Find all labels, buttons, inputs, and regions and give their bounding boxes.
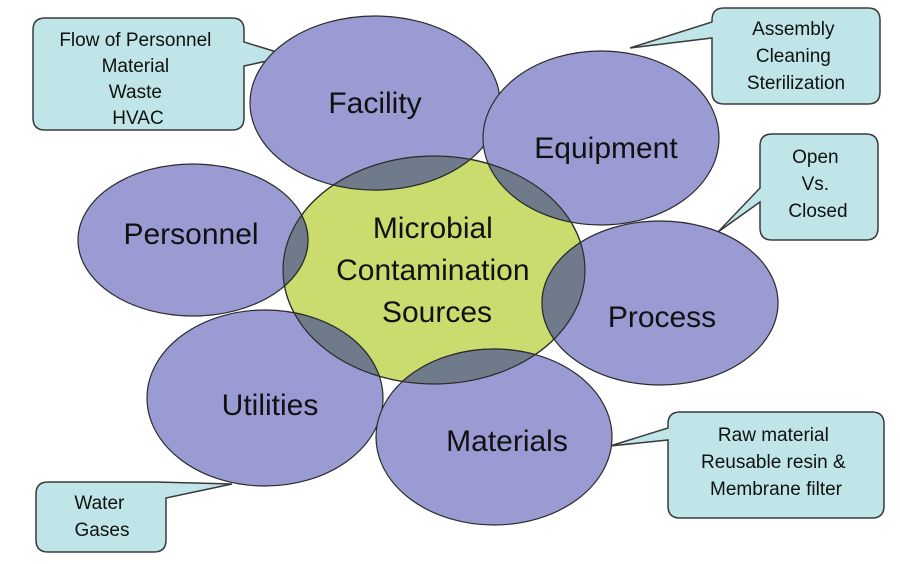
callout-process: Open Vs. Closed bbox=[717, 133, 879, 241]
personnel-overlap bbox=[283, 163, 309, 317]
utilities-label: Utilities bbox=[222, 389, 319, 422]
center-label: Microbial Contamination Sources bbox=[336, 212, 538, 329]
callout-materials-shape bbox=[609, 411, 885, 519]
callout-materials-line-2: Reusable resin & bbox=[701, 452, 846, 473]
center-ellipse-outline bbox=[282, 155, 586, 385]
callout-process-line-3: Closed bbox=[788, 201, 847, 222]
callout-utilities: Water Gases bbox=[35, 481, 233, 553]
center-label-line-3: Sources bbox=[382, 296, 492, 329]
callout-equipment-line-2: Cleaning bbox=[756, 46, 831, 67]
callout-facility-line-2: Material bbox=[102, 56, 170, 77]
svg-text:Raw material Reusable re: Raw material Reusable resin & Membrane f… bbox=[701, 425, 851, 500]
callout-facility-line-1: Flow of Personnel bbox=[59, 30, 211, 51]
callout-process-line-2: Vs. bbox=[802, 174, 829, 195]
callout-equipment-shape bbox=[629, 7, 881, 105]
callout-facility-line-3: Waste bbox=[109, 82, 162, 103]
process-label: Process bbox=[608, 301, 716, 334]
svg-text:Assembly Cleaning: Assembly Cleaning Sterilization bbox=[747, 19, 845, 94]
callout-materials: Raw material Reusable resin & Membrane f… bbox=[609, 411, 885, 519]
callout-equipment: Assembly Cleaning Sterilization bbox=[629, 7, 881, 105]
callout-utilities-line-2: Gases bbox=[75, 520, 130, 541]
personnel-label: Personnel bbox=[123, 218, 258, 251]
equipment-label: Equipment bbox=[534, 132, 678, 165]
callout-utilities-line-1: Water bbox=[74, 493, 125, 514]
utilities-circle bbox=[146, 309, 384, 487]
callout-materials-line-1: Raw material bbox=[718, 425, 829, 446]
callout-equipment-line-3: Sterilization bbox=[747, 73, 845, 94]
callout-facility: Flow of Personnel Material Waste HVAC bbox=[32, 17, 293, 131]
equipment-circle bbox=[482, 50, 720, 226]
svg-text:Water Gases: Water Gases bbox=[74, 493, 129, 541]
center-label-line-1: Microbial bbox=[373, 212, 493, 245]
callout-process-shape bbox=[717, 133, 879, 241]
callout-facility-line-4: HVAC bbox=[112, 108, 163, 129]
materials-overlap bbox=[375, 348, 585, 384]
materials-label: Materials bbox=[446, 425, 568, 458]
center-label-line-2: Contamination bbox=[336, 254, 529, 287]
process-overlap bbox=[541, 220, 585, 384]
callout-utilities-shape bbox=[35, 481, 233, 553]
callout-materials-line-3: Membrane filter bbox=[710, 479, 843, 500]
callout-process-line-1: Open bbox=[792, 147, 838, 168]
callout-facility-shape bbox=[32, 17, 293, 131]
callout-equipment-line-1: Assembly bbox=[752, 19, 835, 40]
facility-label: Facility bbox=[328, 87, 421, 120]
facility-overlap bbox=[283, 156, 501, 191]
svg-text:Open Vs. Closed: Open Vs. Closed bbox=[788, 147, 847, 222]
svg-text:Flow of Personnel Materi: Flow of Personnel Material Waste HVAC bbox=[59, 30, 216, 129]
